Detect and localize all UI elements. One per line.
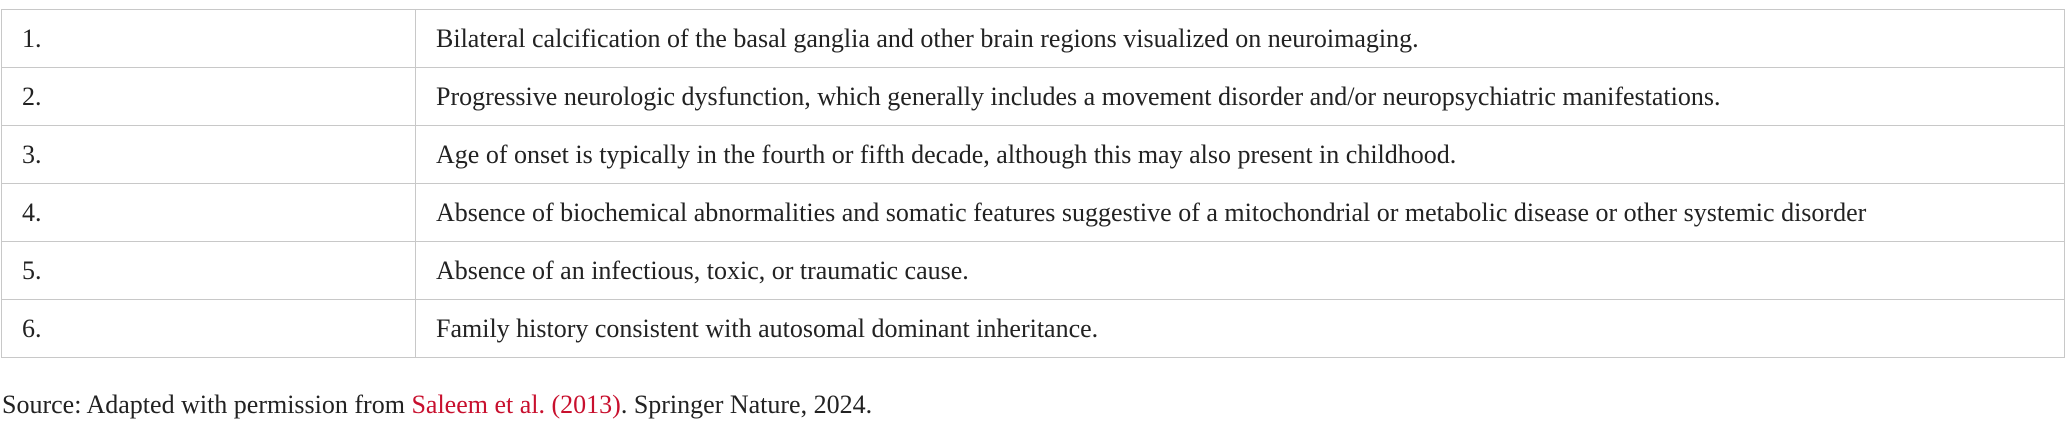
table-row: 3. Age of onset is typically in the four… bbox=[1, 125, 2065, 184]
row-text: Bilateral calcification of the basal gan… bbox=[415, 9, 2065, 68]
citation-link[interactable]: Saleem et al. (2013) bbox=[411, 390, 621, 419]
criteria-table: 1. Bilateral calcification of the basal … bbox=[1, 9, 2065, 358]
source-suffix: . Springer Nature, 2024. bbox=[620, 390, 873, 419]
row-text: Family history consistent with autosomal… bbox=[415, 299, 2065, 358]
row-number: 3. bbox=[1, 125, 416, 184]
row-text: Progressive neurologic dysfunction, whic… bbox=[415, 67, 2065, 126]
table-row: 1. Bilateral calcification of the basal … bbox=[1, 9, 2065, 68]
table-row: 6. Family history consistent with autoso… bbox=[1, 299, 2065, 358]
row-number: 1. bbox=[1, 9, 416, 68]
row-text: Absence of biochemical abnormalities and… bbox=[415, 183, 2065, 242]
table-row: 5. Absence of an infectious, toxic, or t… bbox=[1, 241, 2065, 300]
row-text: Absence of an infectious, toxic, or trau… bbox=[415, 241, 2065, 300]
row-number: 5. bbox=[1, 241, 416, 300]
row-text: Age of onset is typically in the fourth … bbox=[415, 125, 2065, 184]
row-number: 4. bbox=[1, 183, 416, 242]
source-prefix: Source: Adapted with permission from bbox=[2, 390, 412, 419]
source-footnote: Source: Adapted with permission from Sal… bbox=[2, 389, 872, 421]
row-number: 2. bbox=[1, 67, 416, 126]
table-row: 4. Absence of biochemical abnormalities … bbox=[1, 183, 2065, 242]
row-number: 6. bbox=[1, 299, 416, 358]
table-row: 2. Progressive neurologic dysfunction, w… bbox=[1, 67, 2065, 126]
